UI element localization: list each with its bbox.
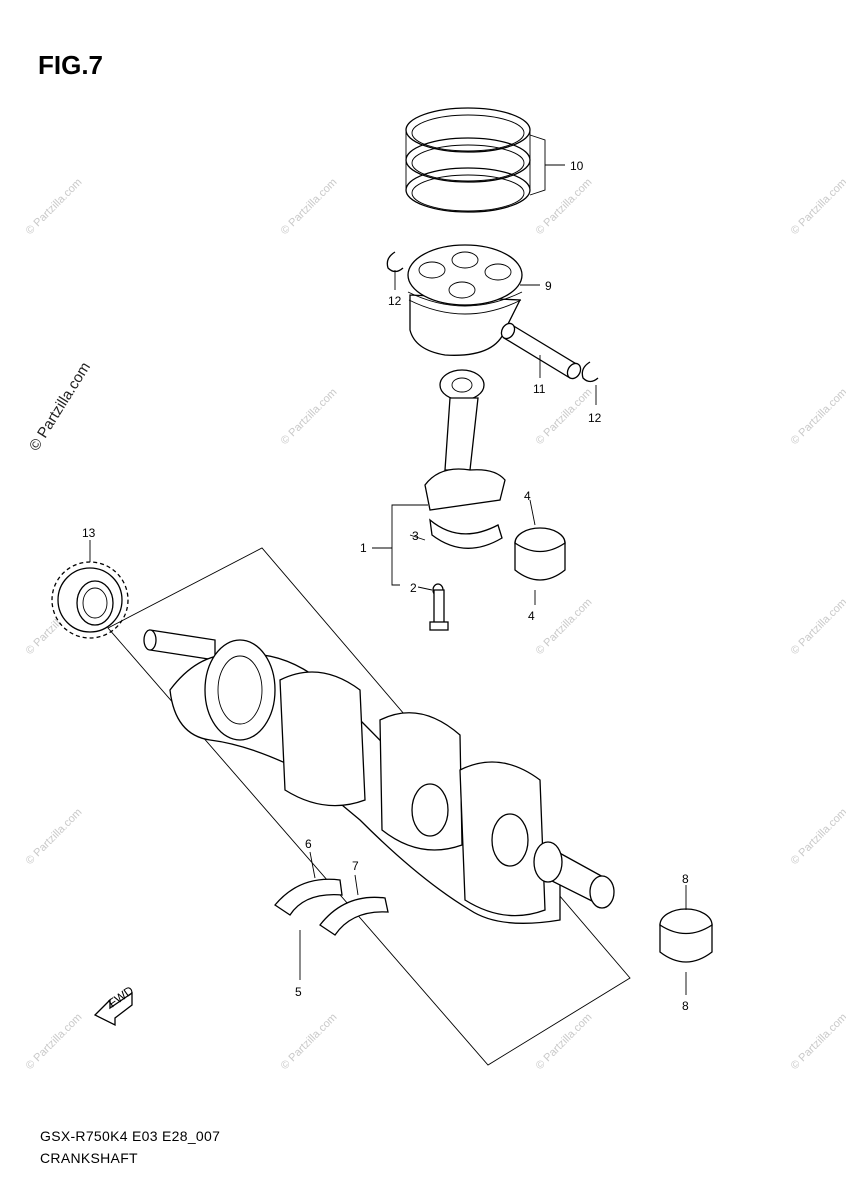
crankshaft-group-box	[107, 547, 631, 1066]
circlip	[581, 361, 599, 383]
callout-6: 6	[305, 837, 312, 851]
callout-8: 8	[682, 872, 689, 886]
watermark-tile: © Partzilla.com	[789, 596, 846, 657]
conrod-bearing	[514, 527, 566, 581]
callout-13: 13	[82, 526, 96, 540]
leader-lines	[89, 134, 687, 995]
watermark-tile: © Partzilla.com	[279, 176, 340, 237]
callout-1: 1	[360, 541, 367, 555]
callout-7: 7	[352, 859, 359, 873]
watermark-tile: © Partzilla.com	[279, 386, 340, 447]
callout-2: 2	[410, 581, 417, 595]
thrust-bearing	[659, 908, 713, 963]
watermark-tile: © Partzilla.com	[279, 1011, 340, 1072]
watermark-tile: © Partzilla.com	[534, 176, 595, 237]
circlip	[386, 251, 404, 273]
callout-10: 10	[570, 159, 584, 173]
watermark-tile: © Partzilla.com	[534, 1011, 595, 1072]
callout-8: 8	[682, 999, 689, 1013]
watermark-tile: © Partzilla.com	[789, 806, 846, 867]
piston	[407, 244, 523, 356]
watermark-tile: © Partzilla.com	[789, 176, 846, 237]
callout-numbers: 10 9 12 11 12 3 1 2 4 4 13 6 7 5 8 8	[82, 159, 689, 1013]
callout-4: 4	[528, 609, 535, 623]
fwd-arrow-icon: FWD	[93, 983, 136, 1027]
watermark-tile: © Partzilla.com	[24, 806, 85, 867]
callout-9: 9	[545, 279, 552, 293]
main-bearings	[274, 878, 389, 936]
piston-rings	[405, 107, 531, 213]
figure-name: CRANKSHAFT	[40, 1150, 138, 1166]
callout-12: 12	[388, 294, 402, 308]
watermark-tile: © Partzilla.com	[789, 1011, 846, 1072]
piston-pin	[500, 322, 582, 380]
callout-12: 12	[588, 411, 602, 425]
crank-gear	[51, 561, 129, 639]
crankshaft	[143, 629, 615, 924]
watermark-tile: © Partzilla.com	[24, 1011, 85, 1072]
callout-11: 11	[533, 382, 546, 396]
connecting-rod	[424, 369, 506, 631]
watermark-tile: © Partzilla.com	[789, 386, 846, 447]
watermark-tile: © Partzilla.com	[24, 176, 85, 237]
callout-5: 5	[295, 985, 302, 999]
figure-title: FIG.7	[38, 50, 104, 80]
callout-4: 4	[524, 489, 531, 503]
watermark-tile: © Partzilla.com	[534, 596, 595, 657]
figure-model-code: GSX-R750K4 E03 E28_007	[40, 1128, 221, 1144]
callout-3: 3	[412, 529, 419, 543]
